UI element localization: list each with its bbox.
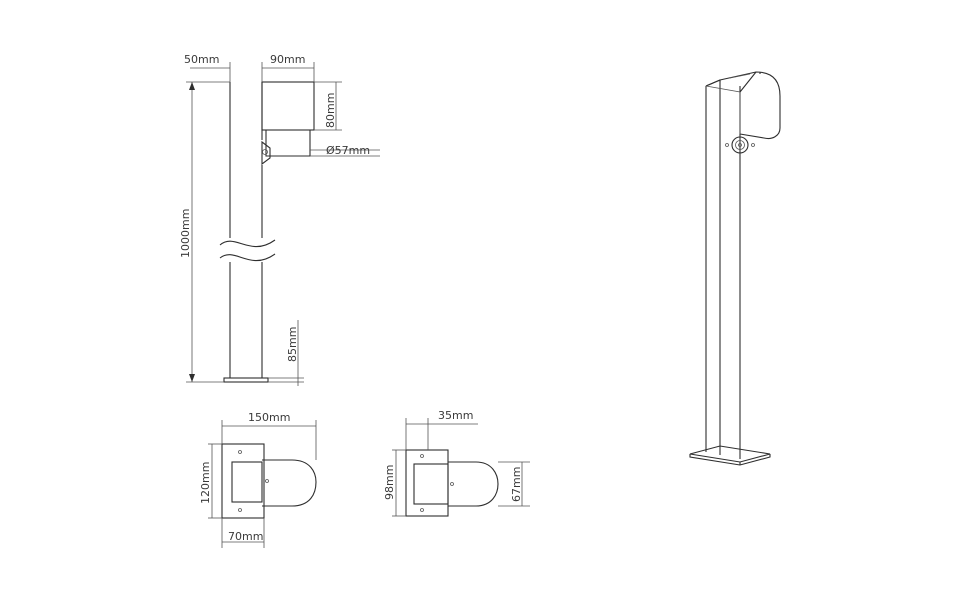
perspective-post	[705, 79, 741, 459]
lamp-head	[261, 81, 315, 131]
large-top-view: 150mm 120mm 70mm	[199, 411, 317, 548]
dim-label-large-base-depth: 150mm	[248, 411, 290, 424]
dim-label-head-height: 80mm	[324, 93, 337, 128]
dim-label-large-inner-width: 70mm	[228, 530, 263, 543]
side-elevation-view: 50mm 90mm 80mm Ø57mm 1000mm 85mm	[179, 53, 380, 386]
dim-label-small-base-width: 98mm	[383, 465, 396, 500]
sensor-lens	[262, 149, 268, 155]
small-head-outline	[448, 461, 499, 507]
post-body	[229, 82, 263, 378]
large-post-square	[231, 461, 263, 503]
small-post-square	[413, 463, 449, 505]
base-plate	[223, 377, 269, 383]
dim-label-head-depth: 90mm	[270, 53, 305, 66]
perspective-head	[705, 71, 781, 140]
dim-label-base-height: 85mm	[286, 327, 299, 362]
dim-label-small-head-width: 67mm	[510, 467, 523, 502]
motion-sensor	[261, 140, 271, 166]
small-top-view: 35mm 98mm 67mm	[383, 409, 530, 517]
perspective-view	[689, 71, 781, 466]
perspective-base	[689, 445, 771, 463]
small-base-plate	[405, 449, 449, 517]
dim-label-sensor-diameter: Ø57mm	[326, 144, 370, 157]
break-line-bottom	[219, 253, 276, 261]
dim-label-small-offset: 35mm	[438, 409, 473, 422]
break-line-top	[219, 239, 276, 247]
head-underside	[262, 129, 314, 157]
dim-label-total-height: 1000mm	[179, 209, 192, 258]
perspective-sensor	[731, 136, 749, 154]
large-head-outline	[262, 459, 317, 507]
large-base-plate	[221, 443, 265, 519]
dim-label-post-width: 50mm	[184, 53, 219, 66]
dim-label-large-base-width: 120mm	[199, 462, 212, 504]
